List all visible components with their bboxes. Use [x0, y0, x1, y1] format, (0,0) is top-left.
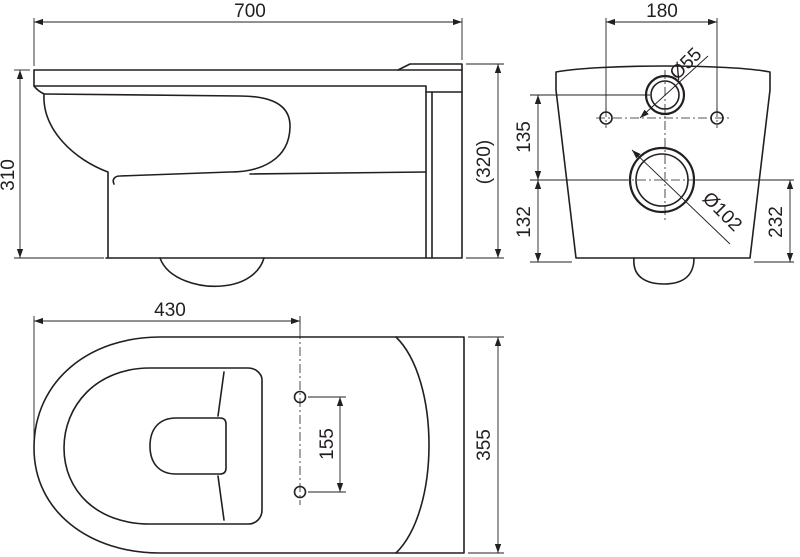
dim-front-lower-height: 132 — [514, 206, 535, 238]
front-outlet — [633, 257, 695, 285]
dim-side-length: 700 — [234, 1, 266, 22]
dim-front-total-height: 232 — [766, 206, 787, 238]
top-view — [33, 330, 465, 554]
side-view — [33, 63, 463, 288]
dim-front-hole-spacing: 180 — [646, 1, 678, 22]
dim-side-height: 310 — [0, 159, 19, 191]
front-view — [555, 65, 771, 285]
dim-front-upper-height: 135 — [514, 121, 535, 153]
top-outline — [33, 336, 465, 554]
front-outline — [555, 65, 771, 259]
top-bowl-drain — [149, 417, 227, 475]
top-bowl-rim — [63, 367, 263, 525]
top-dimensions: 430 355 155 — [33, 300, 504, 554]
side-dimensions: 700 310 (320) — [0, 1, 504, 259]
side-bowl — [43, 93, 109, 259]
dim-top-length: 430 — [154, 300, 186, 321]
dim-large-hole-dia: Ø102 — [698, 188, 746, 236]
side-rim — [33, 63, 463, 259]
dim-top-hole-spacing: 155 — [317, 428, 338, 460]
dim-side-height-ref: (320) — [474, 140, 495, 184]
dim-top-width: 355 — [474, 429, 495, 461]
front-dimensions: 180 Ø55 Ø102 135 132 232 — [514, 1, 794, 263]
side-outlet — [159, 257, 265, 288]
